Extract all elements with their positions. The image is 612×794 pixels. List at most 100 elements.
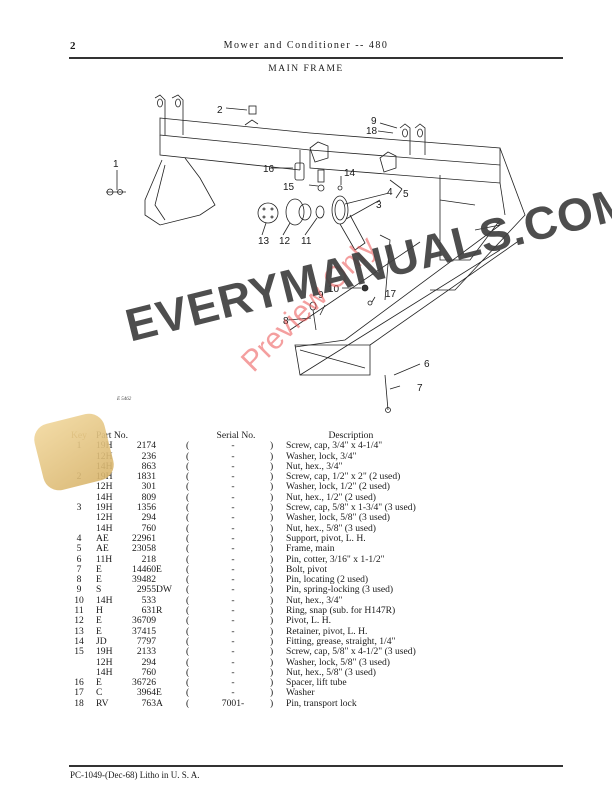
paren-close: ) <box>270 697 274 709</box>
part-number: 1831 <box>136 471 156 483</box>
serial-no: - <box>231 553 235 565</box>
part-prefix: E <box>96 625 102 637</box>
callout-18: 18 <box>366 126 378 137</box>
part-number: 863 <box>141 460 156 472</box>
row-key: 4 <box>76 532 82 544</box>
part-suffix: DW <box>156 584 172 596</box>
serial-no: - <box>231 481 235 493</box>
part-suffix <box>156 627 186 637</box>
part-suffix: E <box>156 563 162 575</box>
part-suffix <box>156 441 186 451</box>
row-key <box>62 482 96 492</box>
part-number: 3964 <box>136 687 156 699</box>
callout-9b: 9 <box>371 116 377 127</box>
row-key: 12 <box>74 615 84 627</box>
paren-open: ( <box>186 615 190 627</box>
part-number: 39482 <box>132 574 156 586</box>
serial-no: - <box>231 460 235 472</box>
callout-11: 11 <box>301 236 312 247</box>
serial-no: - <box>231 502 235 514</box>
paren-close: ) <box>270 471 274 483</box>
paren-close: ) <box>270 646 274 658</box>
callout-6: 6 <box>424 359 430 370</box>
paren-close: ) <box>270 512 274 524</box>
part-prefix: RV <box>96 697 109 709</box>
part-prefix: AE <box>96 532 109 544</box>
paren-close: ) <box>270 563 274 575</box>
paren-close: ) <box>270 481 274 493</box>
part-number: 7797 <box>136 635 156 647</box>
part-suffix <box>156 616 186 626</box>
part-suffix <box>156 544 186 554</box>
description: Pin, locating (2 used) <box>286 574 369 586</box>
row-key: 8 <box>76 574 82 586</box>
part-number: 2133 <box>136 646 156 658</box>
paren-open: ( <box>186 635 190 647</box>
paren-open: ( <box>186 543 190 555</box>
row-key: 6 <box>76 553 82 565</box>
description: Pin, transport lock <box>286 697 357 709</box>
part-prefix: E <box>96 677 102 689</box>
paren-open: ( <box>186 553 190 565</box>
footer-text: PC-1049-(Dec-68) Litho in U. S. A. <box>70 770 200 780</box>
paren-close: ) <box>270 594 274 606</box>
serial-no: 7001- <box>221 697 245 709</box>
part-suffix <box>156 534 186 544</box>
paren-open: ( <box>186 625 190 637</box>
paren-close: ) <box>270 584 274 596</box>
paren-open: ( <box>186 656 190 668</box>
paren-close: ) <box>270 460 274 472</box>
callout-12: 12 <box>279 236 291 247</box>
row-key: 5 <box>76 543 82 555</box>
row-key: 7 <box>76 563 82 575</box>
row-key: 17 <box>74 687 84 699</box>
serial-no: - <box>231 635 235 647</box>
part-suffix <box>156 472 186 482</box>
serial-no: - <box>231 532 235 544</box>
callout-5: 5 <box>403 189 409 200</box>
part-number: 763 <box>141 697 156 709</box>
serial-no: - <box>231 584 235 596</box>
callout-14: 14 <box>344 168 356 179</box>
part-suffix <box>156 452 186 462</box>
row-key: 18 <box>74 697 84 709</box>
part-suffix <box>156 462 186 472</box>
description: Nut, hex., 3/4" <box>286 460 343 472</box>
part-suffix <box>156 668 186 678</box>
part-prefix: 14H <box>96 522 113 534</box>
running-title: Mower and Conditioner -- 480 <box>223 40 389 51</box>
paren-close: ) <box>270 491 274 503</box>
description: Ring, snap (sub. for H147R) <box>286 605 396 617</box>
row-key: 14 <box>74 635 84 647</box>
part-suffix <box>156 658 186 668</box>
part-number: 1356 <box>136 502 156 514</box>
callout-9a: 9 <box>318 290 324 301</box>
serial-no: - <box>231 666 235 678</box>
part-number: 14460 <box>132 563 156 575</box>
part-prefix: AE <box>96 543 109 555</box>
footer-rule <box>69 765 563 767</box>
row-key: 9 <box>76 584 82 596</box>
callout-2: 2 <box>217 105 223 116</box>
part-suffix <box>156 493 186 503</box>
description: Washer, lock, 5/8" (3 used) <box>286 512 390 524</box>
description: Pin, spring-locking (3 used) <box>286 584 394 596</box>
callout-1: 1 <box>113 159 119 170</box>
serial-no: - <box>231 646 235 658</box>
callout-17: 17 <box>385 289 397 300</box>
paren-close: ) <box>270 553 274 565</box>
row-key: 11 <box>74 605 84 617</box>
paren-open: ( <box>186 563 190 575</box>
paren-close: ) <box>270 687 274 699</box>
serial-no: - <box>231 687 235 699</box>
